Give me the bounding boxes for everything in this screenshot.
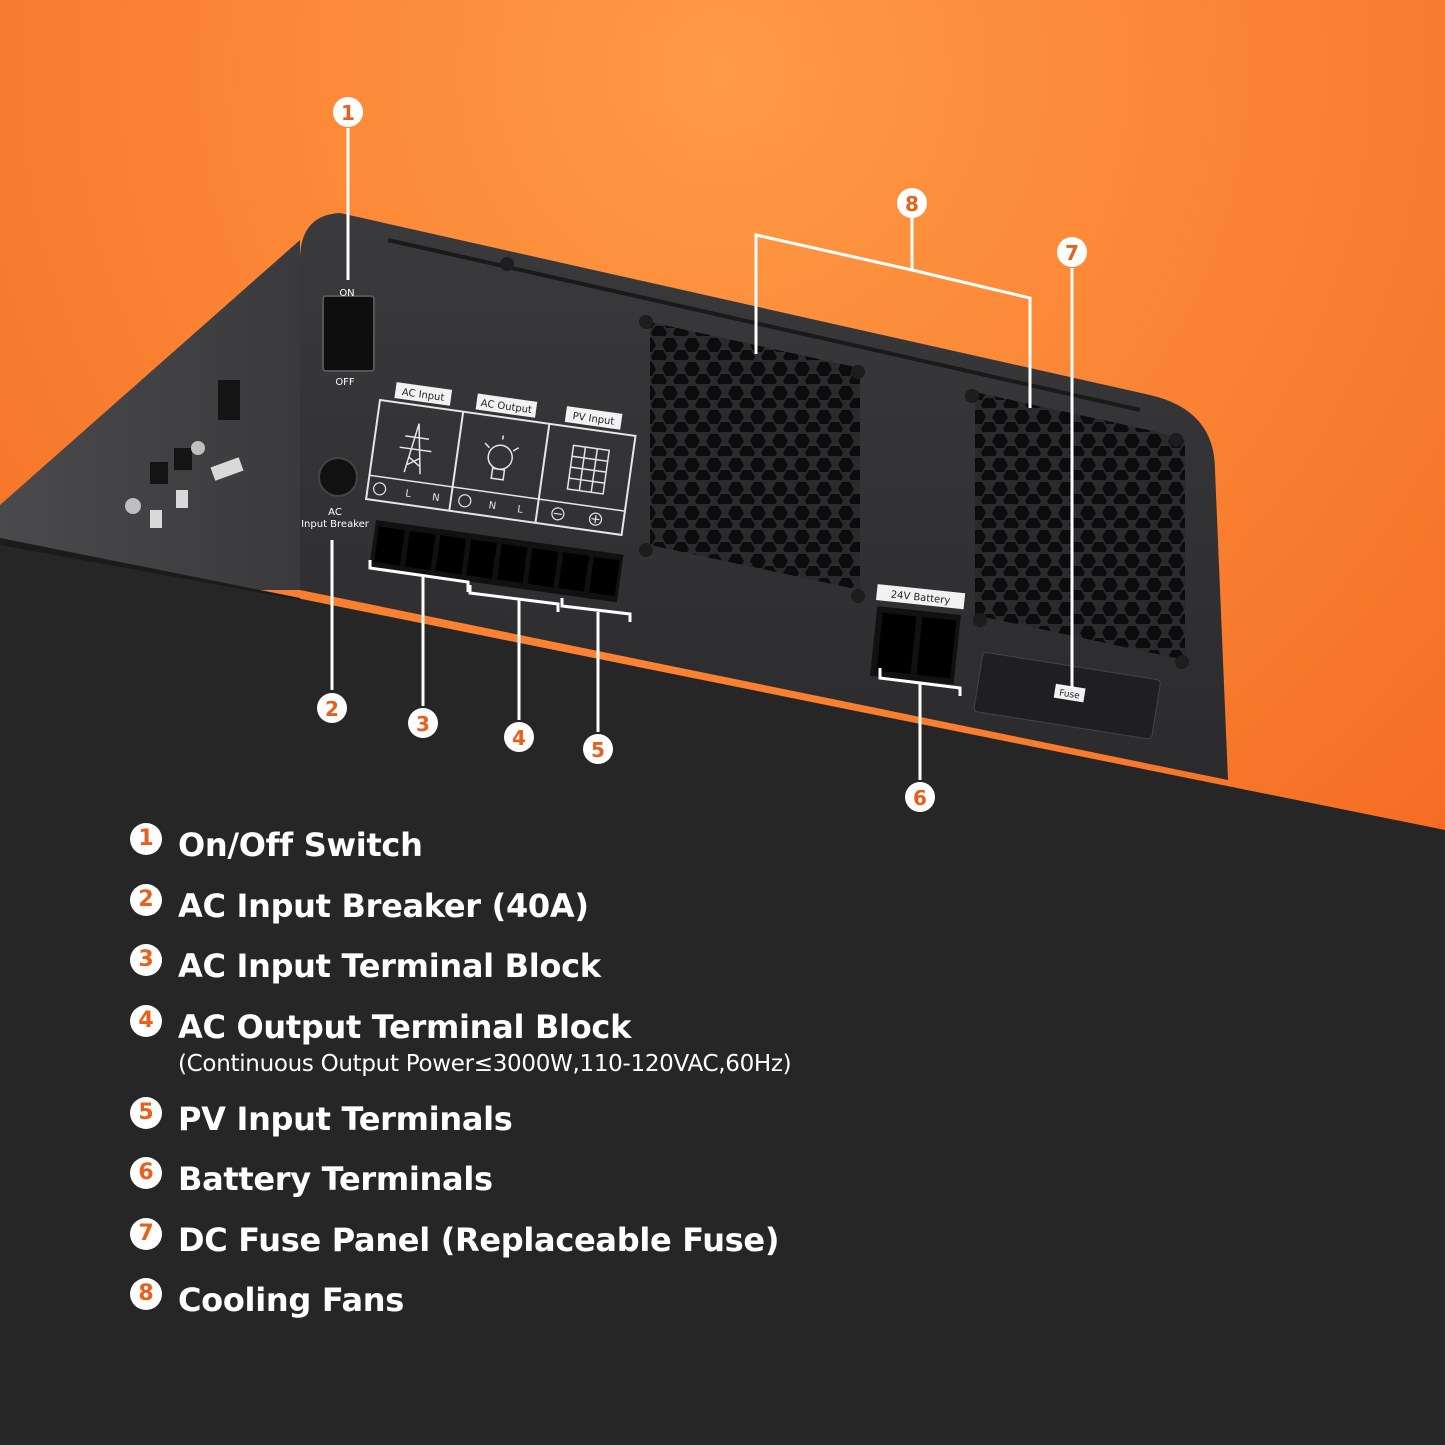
svg-text:2: 2	[325, 697, 339, 721]
svg-text:4: 4	[512, 726, 526, 750]
power-switch[interactable]	[322, 295, 375, 372]
legend-item-battery-terminals: 6 Battery Terminals	[130, 1157, 493, 1201]
terminal-label-plate: AC Input AC Output PV Input L N N L	[364, 382, 637, 537]
light-bulb-icon	[484, 435, 520, 481]
svg-text:3: 3	[416, 712, 430, 736]
callout-8: 8	[897, 188, 927, 218]
callout-7: 7	[1057, 237, 1087, 267]
svg-text:6: 6	[913, 786, 927, 810]
svg-text:8: 8	[905, 192, 919, 216]
ac-input-pin-n: N	[431, 492, 440, 504]
legend-number: 1	[130, 823, 162, 855]
terminal-blocks	[369, 520, 624, 603]
switch-on-label: ON	[339, 288, 354, 299]
legend-item-ac-output-terminal: 4 AC Output Terminal Block (Continuous O…	[130, 1005, 792, 1079]
cooling-fan-right[interactable]	[975, 392, 1185, 660]
dark-background-panel	[0, 538, 1445, 1445]
ground-icon	[373, 482, 387, 496]
legend-sublabel: (Continuous Output Power≤3000W,110-120VA…	[178, 1051, 792, 1077]
legend-label: AC Input Breaker (40A)	[178, 887, 589, 925]
switch-off-label: OFF	[335, 377, 355, 388]
plus-icon	[588, 512, 603, 526]
legend-label: Cooling Fans	[178, 1281, 405, 1319]
callout-2: 2	[317, 693, 347, 723]
legend-number: 6	[130, 1157, 162, 1189]
callout-6: 6	[905, 782, 935, 812]
legend-item-ac-input-terminal: 3 AC Input Terminal Block	[130, 944, 601, 988]
cooling-fan-left[interactable]	[650, 322, 860, 590]
callout-3: 3	[408, 708, 438, 738]
legend-number: 8	[130, 1278, 162, 1310]
svg-text:5: 5	[591, 738, 605, 762]
legend-label: DC Fuse Panel (Replaceable Fuse)	[178, 1221, 780, 1259]
legend-item-ac-input-breaker: 2 AC Input Breaker (40A)	[130, 884, 589, 928]
device-side-panel	[0, 240, 300, 590]
legend-number: 3	[130, 944, 162, 976]
legend-label: On/Off Switch	[178, 826, 423, 864]
legend-item-on-off-switch: 1 On/Off Switch	[130, 823, 423, 867]
fuse-label: Fuse	[1058, 688, 1080, 701]
ac-output-pin-l: L	[517, 504, 524, 516]
callout-1: 1	[333, 97, 363, 127]
callout-4: 4	[504, 722, 534, 752]
breaker-label-line1: AC	[328, 507, 342, 518]
svg-text:7: 7	[1065, 241, 1079, 265]
power-tower-icon	[399, 423, 432, 475]
side-ports	[125, 380, 244, 528]
ac-output-pin-n: N	[488, 500, 497, 512]
ac-input-pin-l: L	[405, 489, 412, 501]
ac-input-breaker[interactable]	[318, 457, 358, 497]
legend-item-pv-input: 5 PV Input Terminals	[130, 1097, 513, 1141]
legend-number: 2	[130, 884, 162, 916]
legend-label: AC Input Terminal Block	[178, 947, 601, 985]
callout-lines	[330, 128, 1074, 780]
legend-number: 4	[130, 1005, 162, 1037]
breaker-label-line2: Input Breaker	[301, 519, 370, 530]
svg-text:1: 1	[341, 101, 355, 125]
legend-label: PV Input Terminals	[178, 1100, 513, 1138]
legend-label: AC Output Terminal Block	[178, 1008, 632, 1046]
battery-terminals[interactable]: 24V Battery	[868, 584, 966, 685]
ground-icon	[458, 494, 472, 508]
legend-item-cooling-fans: 8 Cooling Fans	[130, 1278, 404, 1322]
legend-label: Battery Terminals	[178, 1160, 493, 1198]
legend-number: 7	[130, 1218, 162, 1250]
callout-5: 5	[583, 734, 613, 764]
legend-item-dc-fuse-panel: 7 DC Fuse Panel (Replaceable Fuse)	[130, 1218, 779, 1262]
minus-icon	[551, 507, 565, 521]
solar-panel-icon	[566, 444, 611, 495]
legend-number: 5	[130, 1097, 162, 1129]
